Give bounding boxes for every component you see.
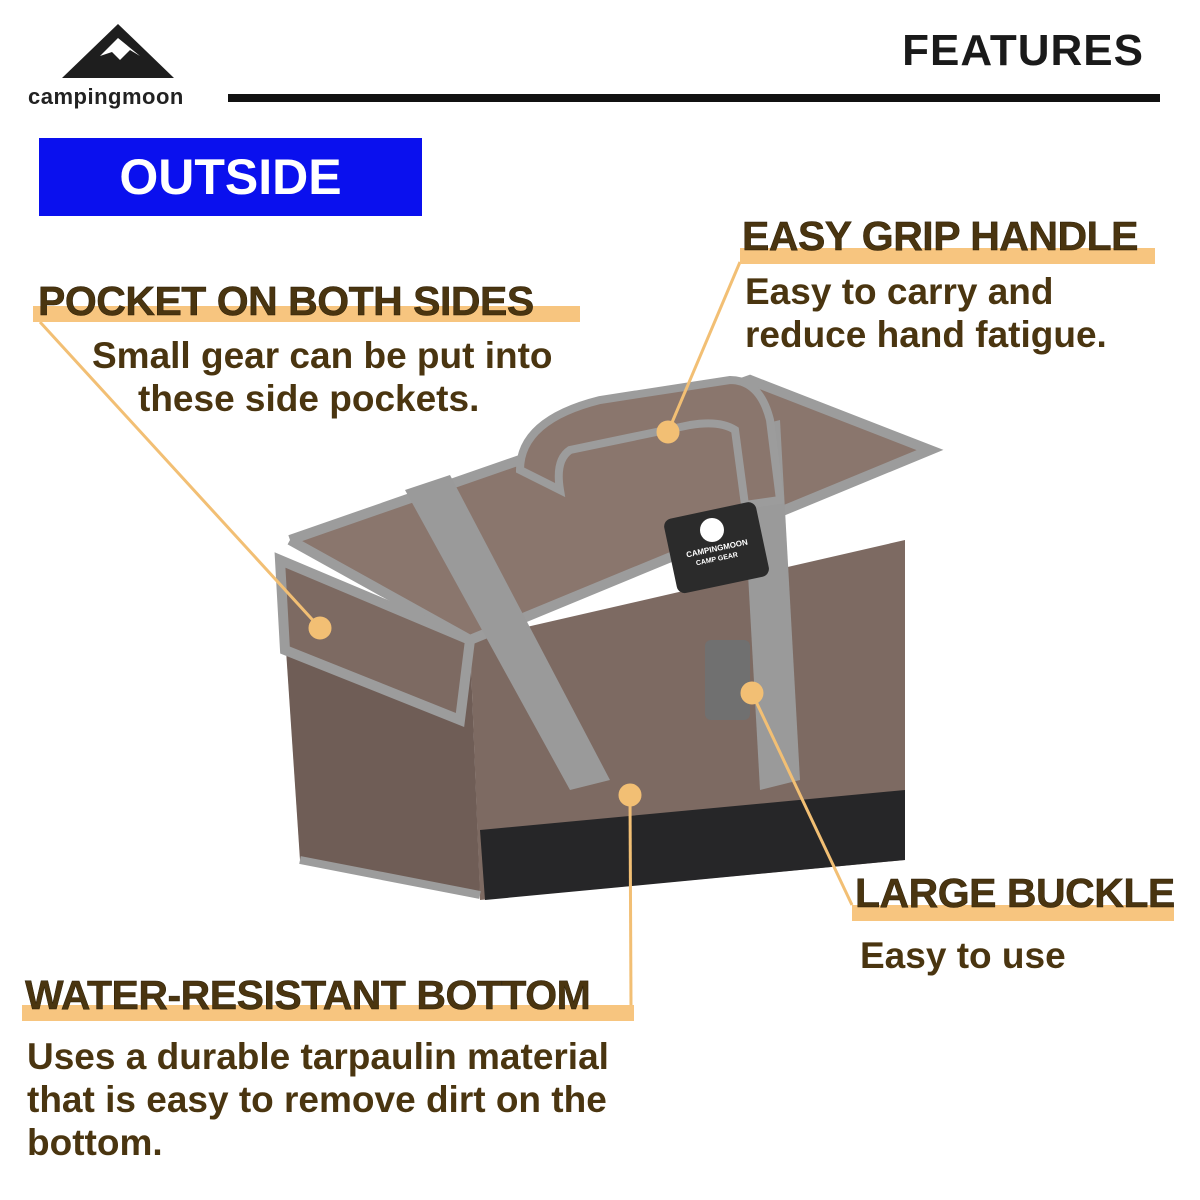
leader-line-handle bbox=[666, 261, 742, 433]
leader-dot-buckle bbox=[740, 681, 764, 705]
highlight-bar bbox=[852, 905, 1174, 921]
section-badge: OUTSIDE bbox=[39, 138, 422, 216]
highlight-bar bbox=[33, 306, 580, 322]
feature-desc-bottom-3: bottom. bbox=[27, 1122, 163, 1163]
feature-title-bottom: WATER-RESISTANT BOTTOM bbox=[25, 972, 591, 1019]
highlight-bar bbox=[22, 1005, 634, 1021]
side-pocket-flap bbox=[274, 552, 476, 728]
feature-desc-bottom-2: that is easy to remove dirt on the bbox=[27, 1079, 607, 1120]
strap-left bbox=[405, 475, 610, 790]
brand-name: campingmoon bbox=[28, 84, 184, 109]
buckle bbox=[705, 640, 750, 720]
leader-line-buckle bbox=[750, 692, 854, 906]
leader-dot-handle bbox=[656, 420, 680, 444]
leader-line-bottom bbox=[628, 794, 633, 1006]
feature-title-handle: EASY GRIP HANDLE bbox=[742, 213, 1139, 260]
feature-desc-handle-1: Easy to carry and bbox=[745, 271, 1054, 312]
feature-desc-buckle: Easy to use bbox=[860, 935, 1066, 976]
leader-dot-bottom bbox=[618, 783, 642, 807]
feature-desc-pocket-2: these side pockets. bbox=[138, 378, 480, 419]
feature-title-buckle: LARGE BUCKLE bbox=[855, 870, 1176, 917]
highlight-bar bbox=[740, 248, 1155, 264]
brand-patch bbox=[664, 502, 769, 594]
patch-logo-icon bbox=[700, 518, 724, 542]
leader-dot-pocket bbox=[308, 616, 332, 640]
feature-title-pocket: POCKET ON BOTH SIDES bbox=[38, 278, 535, 325]
header-divider bbox=[228, 94, 1160, 102]
feature-desc-pocket-1: Small gear can be put into bbox=[92, 335, 553, 376]
page-title: FEATURES bbox=[902, 26, 1144, 75]
grip-handle bbox=[515, 375, 785, 510]
feature-desc-handle-2: reduce hand fatigue. bbox=[745, 314, 1107, 355]
bag-waterproof-bottom bbox=[480, 790, 905, 900]
leader-line-pocket bbox=[38, 320, 322, 630]
feature-desc-bottom-1: Uses a durable tarpaulin material bbox=[27, 1036, 609, 1077]
pocket-trim bbox=[299, 856, 481, 899]
